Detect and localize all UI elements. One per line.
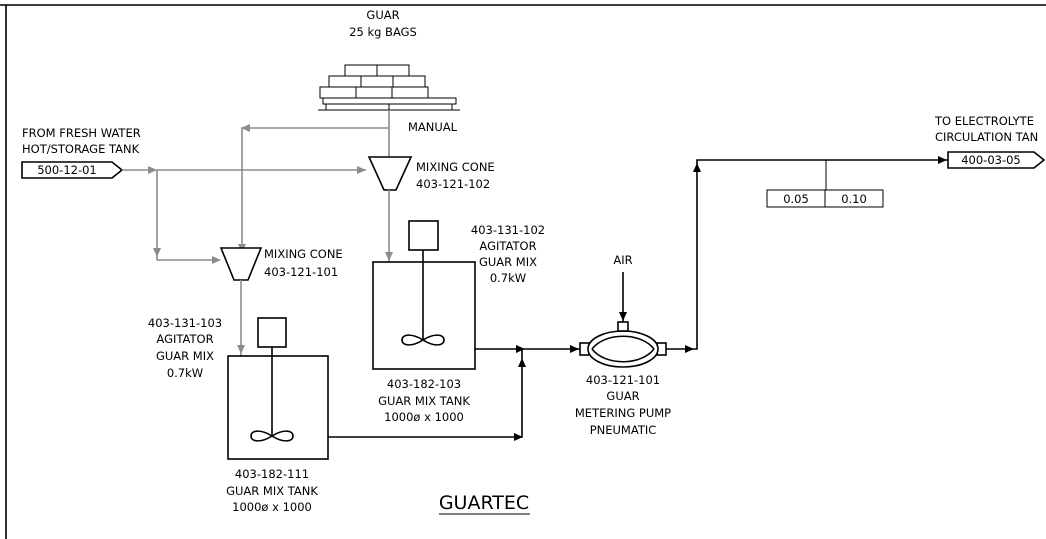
fresh-water-branch-line: [156, 170, 214, 261]
diagram-title: GUARTEC: [439, 492, 529, 514]
suction-arrow-1: [516, 345, 525, 353]
agitator-102-power: 0.7kW: [490, 271, 526, 285]
branch-down-arrow: [153, 248, 161, 257]
pump-line3: PNEUMATIC: [590, 423, 657, 437]
cone-102-inlet-arrow: [357, 166, 366, 174]
guar-mix-tank-111: [227, 355, 329, 460]
agitator-103-line2: GUAR MIX: [156, 349, 214, 363]
riser-up-arrow: [518, 358, 526, 367]
agitator-103-tag: 403-131-103: [148, 316, 222, 330]
mixing-cone-102-tag: 403-121-102: [416, 177, 490, 191]
tank-111-name: GUAR MIX TANK: [226, 484, 318, 498]
mixing-cone-102: [367, 156, 413, 191]
guar-bags-label-line1: GUAR: [366, 8, 399, 22]
discharge-arrow-up: [693, 163, 701, 172]
tank-103-inlet-arrow: [385, 252, 393, 261]
cone-101-inlet-arrow: [212, 256, 221, 264]
recirc-line-to-cone-101: [241, 127, 389, 253]
air-arrow: [619, 312, 627, 321]
agitator-102-line2: GUAR MIX: [479, 255, 537, 269]
pump-line1: GUAR: [606, 389, 639, 403]
tank-103-name: GUAR MIX TANK: [378, 394, 470, 408]
mixing-cone-102-name: MIXING CONE: [416, 160, 495, 174]
guar-bags-pallet: [318, 64, 460, 111]
fresh-water-arrow: [148, 166, 157, 174]
tank-111-inlet-arrow: [237, 345, 245, 354]
setpoint-high: 0.10: [841, 192, 867, 206]
tank-103-size: 1000ø x 1000: [384, 410, 464, 424]
electrolyte-tag: [947, 151, 1046, 169]
agitator-103-motor: [257, 317, 287, 348]
agitator-102-motor: [408, 220, 439, 251]
tank-111-tag: 403-182-111: [235, 467, 309, 481]
discharge-arrow-1: [685, 345, 694, 353]
fresh-water-label-line1: FROM FRESH WATER: [22, 126, 141, 140]
mixing-cone-101-name: MIXING CONE: [264, 247, 343, 261]
tank-103-tag: 403-182-103: [387, 377, 461, 391]
fresh-water-tag: [21, 161, 124, 179]
fresh-water-tag-text: 500-12-01: [37, 163, 97, 177]
agitator-102-tag: 403-131-102: [471, 223, 545, 237]
agitator-102-line1: AGITATOR: [479, 239, 536, 253]
agitator-103-line1: AGITATOR: [156, 332, 213, 346]
agitator-103-power: 0.7kW: [167, 366, 203, 380]
electrolyte-label-line1: TO ELECTROLYTE: [934, 114, 1034, 128]
electrolyte-tag-text: 400-03-05: [961, 153, 1021, 167]
agitator-102-impeller: [401, 334, 445, 346]
agitator-103-impeller: [250, 430, 294, 442]
mixing-cone-101-tag: 403-121-101: [264, 265, 338, 279]
mixing-cone-101: [219, 247, 263, 281]
pump-line2: METERING PUMP: [575, 406, 671, 420]
setpoint-low: 0.05: [783, 192, 809, 206]
pump-discharge-line: [666, 159, 948, 350]
tank-111-outlet-arrow: [514, 433, 523, 441]
guar-bags-label-line2: 25 kg BAGS: [349, 25, 417, 39]
suction-arrow-2: [570, 345, 579, 353]
electrolyte-label-line2: CIRCULATION TAN: [935, 130, 1038, 144]
air-label: AIR: [613, 253, 632, 267]
guar-metering-pump: [579, 321, 667, 368]
fresh-water-label-line2: HOT/STORAGE TANK: [22, 142, 140, 156]
manual-label: MANUAL: [408, 120, 458, 134]
discharge-arrow-2: [938, 156, 947, 164]
tank-111-size: 1000ø x 1000: [232, 500, 312, 514]
recirc-arrowhead: [241, 124, 250, 132]
pump-tag: 403-121-101: [586, 373, 660, 387]
guar-mix-tank-103: [372, 261, 476, 370]
